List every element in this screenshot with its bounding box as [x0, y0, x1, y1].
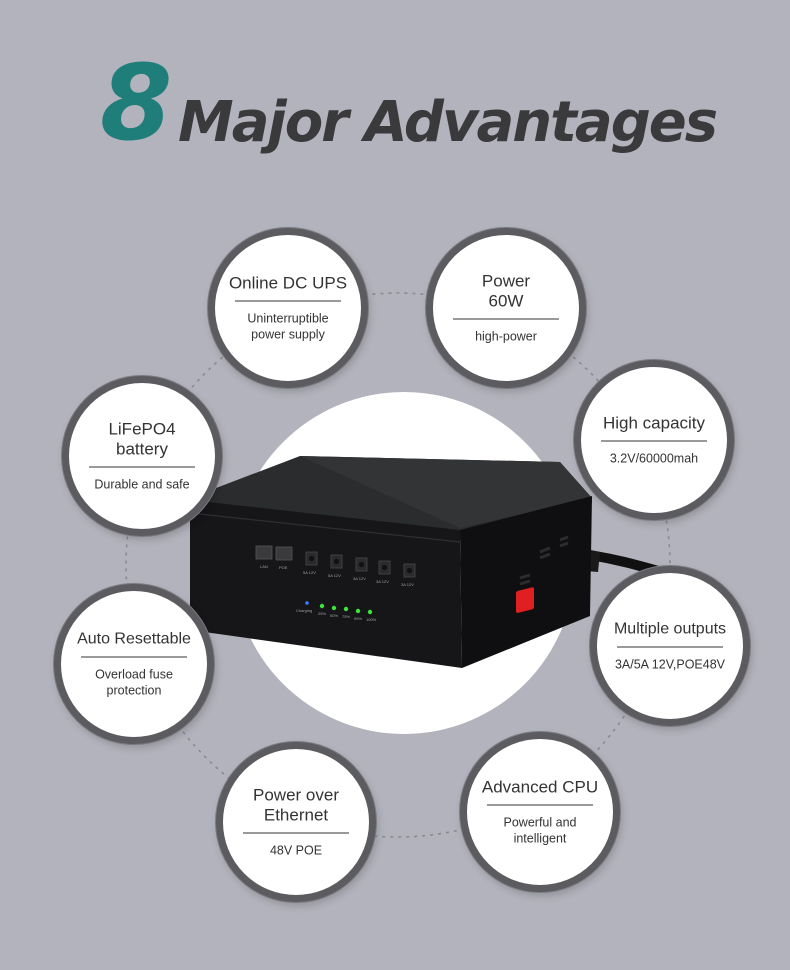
dc-label-3: 3A 12V [353, 576, 366, 581]
feature-title: Advanced CPU [481, 777, 599, 797]
headline-number: 8 [100, 42, 172, 164]
feature-divider [89, 466, 195, 468]
led-99 [355, 608, 361, 614]
feature-divider [243, 832, 349, 834]
indicator-label-25: 25% [318, 611, 326, 616]
feature-description: Powerful and intelligent [503, 815, 577, 846]
feature-multiple-outputs: Multiple outputs 3A/5A 12V,POE48V [590, 566, 750, 726]
headline-title: Major Advantages [178, 90, 718, 155]
lan-port [255, 545, 273, 560]
led-100 [367, 609, 373, 615]
indicator-label-75: 75% [342, 614, 350, 619]
dc-label-2: 5A 12V [328, 573, 341, 578]
power-switch [516, 587, 534, 613]
feature-high-capacity: High capacity 3.2V/60000mah [574, 360, 734, 520]
feature-divider [617, 646, 723, 648]
feature-divider [601, 440, 707, 442]
headline: 8 Major Advantages [100, 48, 740, 168]
feature-title: LiFePO4 battery [108, 419, 176, 459]
indicator-label-charging: Charging [296, 608, 312, 613]
feature-online-dc-ups: Online DC UPS Uninterruptible power supp… [208, 228, 368, 388]
feature-title: Power over Ethernet [253, 785, 339, 825]
dc-label-4: 3A 12V [376, 579, 389, 584]
feature-description: Overload fuse protection [95, 667, 173, 698]
feature-power-over-ethernet: Power over Ethernet 48V POE [216, 742, 376, 902]
feature-divider [235, 300, 341, 302]
feature-auto-resettable: Auto Resettable Overload fuse protection [54, 584, 214, 744]
charging-led [305, 601, 309, 605]
feature-description: 48V POE [269, 843, 323, 858]
feature-title: High capacity [602, 413, 706, 433]
poe-port-label: POE [279, 565, 288, 570]
feature-title: Multiple outputs [613, 620, 727, 638]
feature-lifepo4-battery: LiFePO4 battery Durable and safe [62, 376, 222, 536]
feature-title: Auto Resettable [77, 630, 191, 648]
indicator-label-50: 50% [330, 613, 338, 618]
dc-label-1: 5A 12V [303, 570, 316, 575]
poe-port [275, 546, 293, 561]
feature-advanced-cpu: Advanced CPU Powerful and intelligent [460, 732, 620, 892]
indicator-label-99: 99% [354, 616, 362, 621]
feature-description: 3A/5A 12V,POE48V [614, 657, 726, 672]
feature-description: Durable and safe [94, 477, 190, 492]
led-25 [319, 603, 325, 609]
feature-title: Power 60W [481, 271, 531, 311]
indicator-label-100: 100% [366, 617, 377, 622]
feature-divider [453, 318, 559, 320]
feature-description: Uninterruptible power supply [247, 311, 329, 342]
feature-description: 3.2V/60000mah [609, 451, 699, 466]
led-50 [331, 605, 337, 611]
dc-label-5: 3A 12V [401, 582, 414, 587]
lan-port-label: LAN [260, 564, 268, 569]
feature-description: high-power [475, 329, 537, 344]
led-75 [343, 606, 349, 612]
feature-divider [487, 804, 593, 806]
feature-title: Online DC UPS [228, 273, 348, 293]
feature-divider [81, 656, 187, 658]
feature-power-60w: Power 60W high-power [426, 228, 586, 388]
